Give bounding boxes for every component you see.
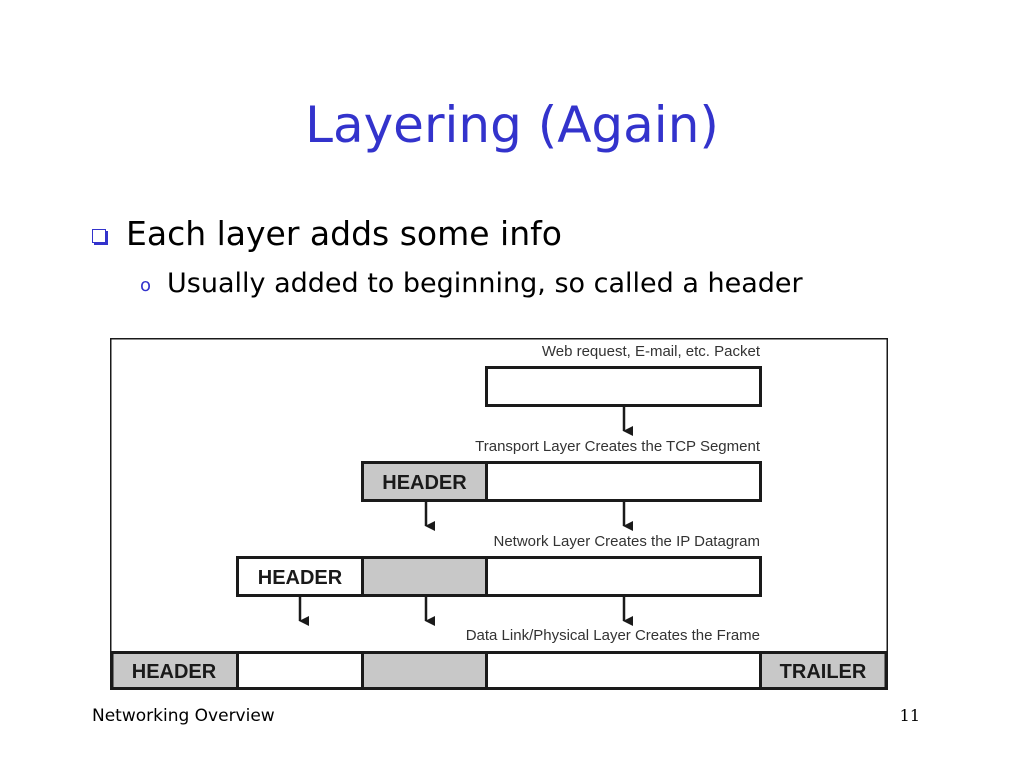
ip-data-box <box>485 556 762 597</box>
frame-tcp-header-box <box>361 651 488 690</box>
ip-header-box <box>236 556 364 597</box>
sub-bullet-item: o Usually added to beginning, so called … <box>140 268 803 299</box>
frame-trailer-box <box>759 651 888 690</box>
slide-title: Layering (Again) <box>305 96 719 154</box>
packet-data-box <box>485 366 762 407</box>
frame-header-box <box>110 651 239 690</box>
caption-transport: Transport Layer Creates the TCP Segment <box>475 438 761 455</box>
ip-tcp-header-box <box>361 556 488 597</box>
frame-data-box <box>485 651 762 690</box>
caption-network: Network Layer Creates the IP Datagram <box>493 533 760 550</box>
bullet-item: Each layer adds some info <box>92 214 562 253</box>
square-bullet-icon <box>92 228 106 243</box>
footer-text: Networking Overview <box>92 706 275 726</box>
encapsulation-diagram: Web request, E-mail, etc. Packet Transpo… <box>110 338 888 690</box>
ip-header-label: HEADER <box>258 567 343 589</box>
circle-bullet-icon: o <box>140 275 152 296</box>
caption-packet: Web request, E-mail, etc. Packet <box>542 343 761 360</box>
tcp-data-box <box>485 461 762 502</box>
bullet-text: Each layer adds some info <box>126 214 562 253</box>
frame-ip-header-box <box>236 651 364 690</box>
frame-trailer-label: TRAILER <box>780 661 867 683</box>
caption-datalink: Data Link/Physical Layer Creates the Fra… <box>466 627 760 644</box>
sub-bullet-text: Usually added to beginning, so called a … <box>167 268 803 299</box>
tcp-header-label: HEADER <box>382 472 467 494</box>
page-number: 11 <box>899 706 920 725</box>
frame-header-label: HEADER <box>132 661 217 683</box>
